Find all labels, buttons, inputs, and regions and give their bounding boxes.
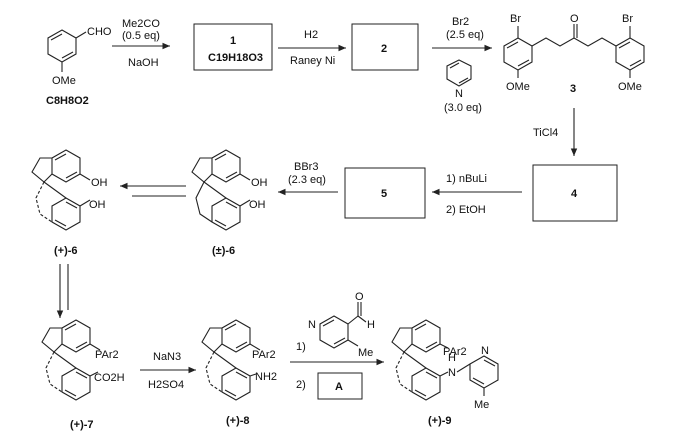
reagent-br2-eq: (2.5 eq) <box>446 29 484 41</box>
plus9-h: H <box>448 352 456 364</box>
step9-number-1: 1) <box>296 341 306 353</box>
compound-3-label: 3 <box>570 83 576 95</box>
reagent-me2co: Me2CO <box>122 18 160 30</box>
br-left: Br <box>510 13 521 25</box>
plus8-par2: PAr2 <box>252 349 276 361</box>
reagent-pyridine-n: N <box>308 319 316 331</box>
compound-5-label: 5 <box>381 188 387 200</box>
reagent-bbr3-eq: (2.3 eq) <box>288 174 326 186</box>
plus9-label: (+)-9 <box>428 415 452 427</box>
reagent-h2so4: H2SO4 <box>148 379 184 391</box>
reagent-ticl4: TiCl4 <box>533 127 558 139</box>
ome-right: OMe <box>618 81 642 93</box>
rac6-oh-top: OH <box>251 177 268 189</box>
box-compound-a <box>317 372 363 400</box>
cho-group: CHO <box>87 26 112 38</box>
reagent-methyl: Me <box>358 347 373 359</box>
aldehyde-o: O <box>355 291 364 303</box>
compound-3: Br OMe O Br OMe 3 <box>503 13 645 95</box>
compound-1-formula: C19H18O3 <box>208 52 263 64</box>
compound-plus-8: PAr2 NH2 (+)-8 <box>201 319 277 427</box>
box-compound-2 <box>351 23 419 71</box>
plus6-oh-bottom: OH <box>89 199 106 211</box>
compound-plus-7: PAr2 CO2H (+)-7 <box>41 319 125 431</box>
box-compound-5 <box>344 167 426 219</box>
pyridine-reagent: N <box>446 59 472 100</box>
reagent-etoh: 2) EtOH <box>446 204 486 216</box>
compound-1-label: 1 <box>230 35 236 47</box>
reagent-buli: 1) nBuLi <box>446 173 487 185</box>
start-formula: C8H8O2 <box>46 95 89 107</box>
plus8-nh2: NH2 <box>255 371 277 383</box>
plus9-pyridine-n: N <box>481 345 489 357</box>
reagent-bbr3: BBr3 <box>294 161 318 173</box>
plus7-par2: PAr2 <box>95 349 119 361</box>
plus9-par2: PAr2 <box>443 346 467 358</box>
compound-2-label: 2 <box>381 43 387 55</box>
starting-aldehyde: CHO OMe C8H8O2 <box>46 26 112 107</box>
carbonyl-o: O <box>570 13 579 25</box>
plus7-co2h: CO2H <box>94 372 125 384</box>
reagent-naoh: NaOH <box>128 57 159 69</box>
compound-4-label: 4 <box>571 188 578 200</box>
ome-group: OMe <box>52 75 76 87</box>
aldehyde-reagent: N O H Me <box>308 291 375 359</box>
box-compound-4 <box>532 164 618 222</box>
step9-number-2: 2) <box>296 379 306 391</box>
reagent-pyridine-eq: (3.0 eq) <box>444 102 482 114</box>
compound-a-label: A <box>335 381 343 393</box>
rac6-label: (±)-6 <box>212 245 235 257</box>
reagent-h2: H2 <box>304 29 318 41</box>
compound-plus-9: PAr2 H N N Me (+)-9 <box>391 319 499 427</box>
rac6-oh-bottom: OH <box>249 199 266 211</box>
plus6-oh-top: OH <box>91 177 108 189</box>
ome-left: OMe <box>506 81 530 93</box>
reagent-br2: Br2 <box>452 16 469 28</box>
plus9-methyl: Me <box>474 399 489 411</box>
compound-rac-6: OH OH (±)-6 <box>191 149 268 257</box>
reagent-me2co-eq: (0.5 eq) <box>122 30 160 42</box>
plus6-label: (+)-6 <box>54 245 78 257</box>
plus7-label: (+)-7 <box>70 419 94 431</box>
pyridine-n: N <box>455 88 463 100</box>
compound-plus-6: OH OH (+)-6 <box>31 149 108 257</box>
br-right: Br <box>622 13 633 25</box>
plus8-label: (+)-8 <box>226 415 250 427</box>
reagent-nan3: NaN3 <box>153 351 181 363</box>
reagent-raney-ni: Raney Ni <box>290 55 335 67</box>
box-compound-1 <box>193 23 273 71</box>
aldehyde-h: H <box>367 319 375 331</box>
plus9-nh: N <box>448 367 456 379</box>
